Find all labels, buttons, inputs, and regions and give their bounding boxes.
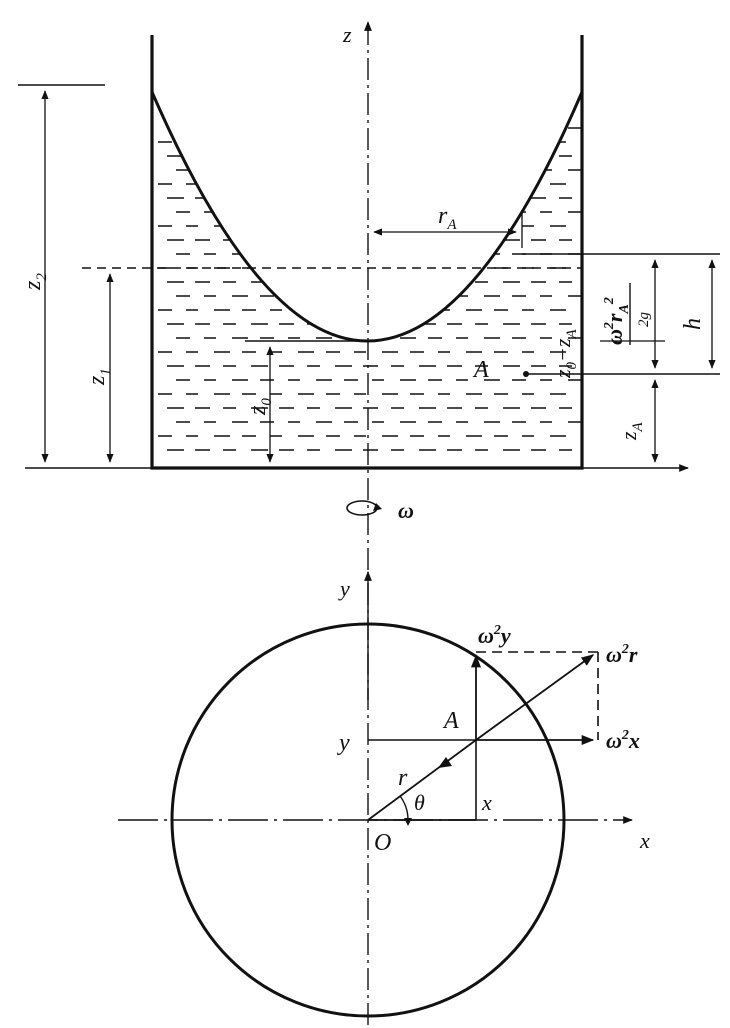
- frac-omega2-rA2-over-2g-label: ω2rA2 2g: [602, 283, 652, 345]
- y-axis-label: y: [338, 576, 350, 601]
- z0-minus-zA-label: z0−zA: [550, 329, 580, 379]
- svg-text:ω2rA2: ω2rA2: [602, 297, 632, 345]
- r-vector: [367, 739, 477, 821]
- free-surface-paraboloid: [150, 91, 584, 343]
- h-label: h: [680, 318, 706, 330]
- x-axis-label: x: [639, 828, 650, 853]
- svg-text:z0−zA: z0−zA: [550, 329, 580, 379]
- w2r-vector: [475, 654, 595, 741]
- rotation-arrowhead: [373, 503, 382, 511]
- x-coordinate-label: x: [481, 790, 492, 815]
- z0-label: z0: [245, 398, 275, 416]
- svg-text:z2: z2: [20, 273, 50, 291]
- vessel-wall: [150, 35, 584, 470]
- r-label: r: [398, 765, 408, 791]
- z1-label: z1: [84, 368, 114, 386]
- lower-figure: y x O A y x r θ ω2y ω2r ω2x: [118, 571, 650, 1018]
- w2r-label: ω2r: [606, 642, 638, 667]
- theta-arc-arrowhead: [404, 818, 412, 826]
- svg-text:2g: 2g: [636, 312, 652, 328]
- theta-arc: [399, 795, 409, 821]
- point-A-label: A: [472, 357, 489, 383]
- omega-label: ω: [398, 498, 414, 523]
- w2x-label: ω2x: [606, 728, 640, 753]
- z2-label: z2: [20, 273, 50, 291]
- liquid-hatching: [158, 99, 582, 451]
- r-vector-arrowhead: [438, 757, 452, 768]
- point-A-dot: [523, 371, 529, 377]
- svg-text:h: h: [680, 318, 706, 330]
- svg-text:z0: z0: [245, 398, 275, 416]
- svg-text:z1: z1: [84, 368, 114, 386]
- theta-label: θ: [414, 790, 425, 815]
- w2y-label: ω2y: [478, 623, 511, 648]
- z-axis-label: z: [342, 22, 352, 47]
- svg-text:zA: zA: [616, 421, 646, 441]
- rA-label: rA: [438, 203, 457, 233]
- y-coordinate-label: y: [337, 730, 350, 756]
- zA-label: zA: [616, 421, 646, 441]
- origin-O-label: O: [374, 830, 391, 856]
- upper-figure: z z2 z1 z0 rA A z0−zA ω2rA2 2g h zA ω: [18, 21, 720, 1025]
- rotation-symbol: [346, 500, 378, 516]
- point-A-plan-label: A: [442, 708, 459, 734]
